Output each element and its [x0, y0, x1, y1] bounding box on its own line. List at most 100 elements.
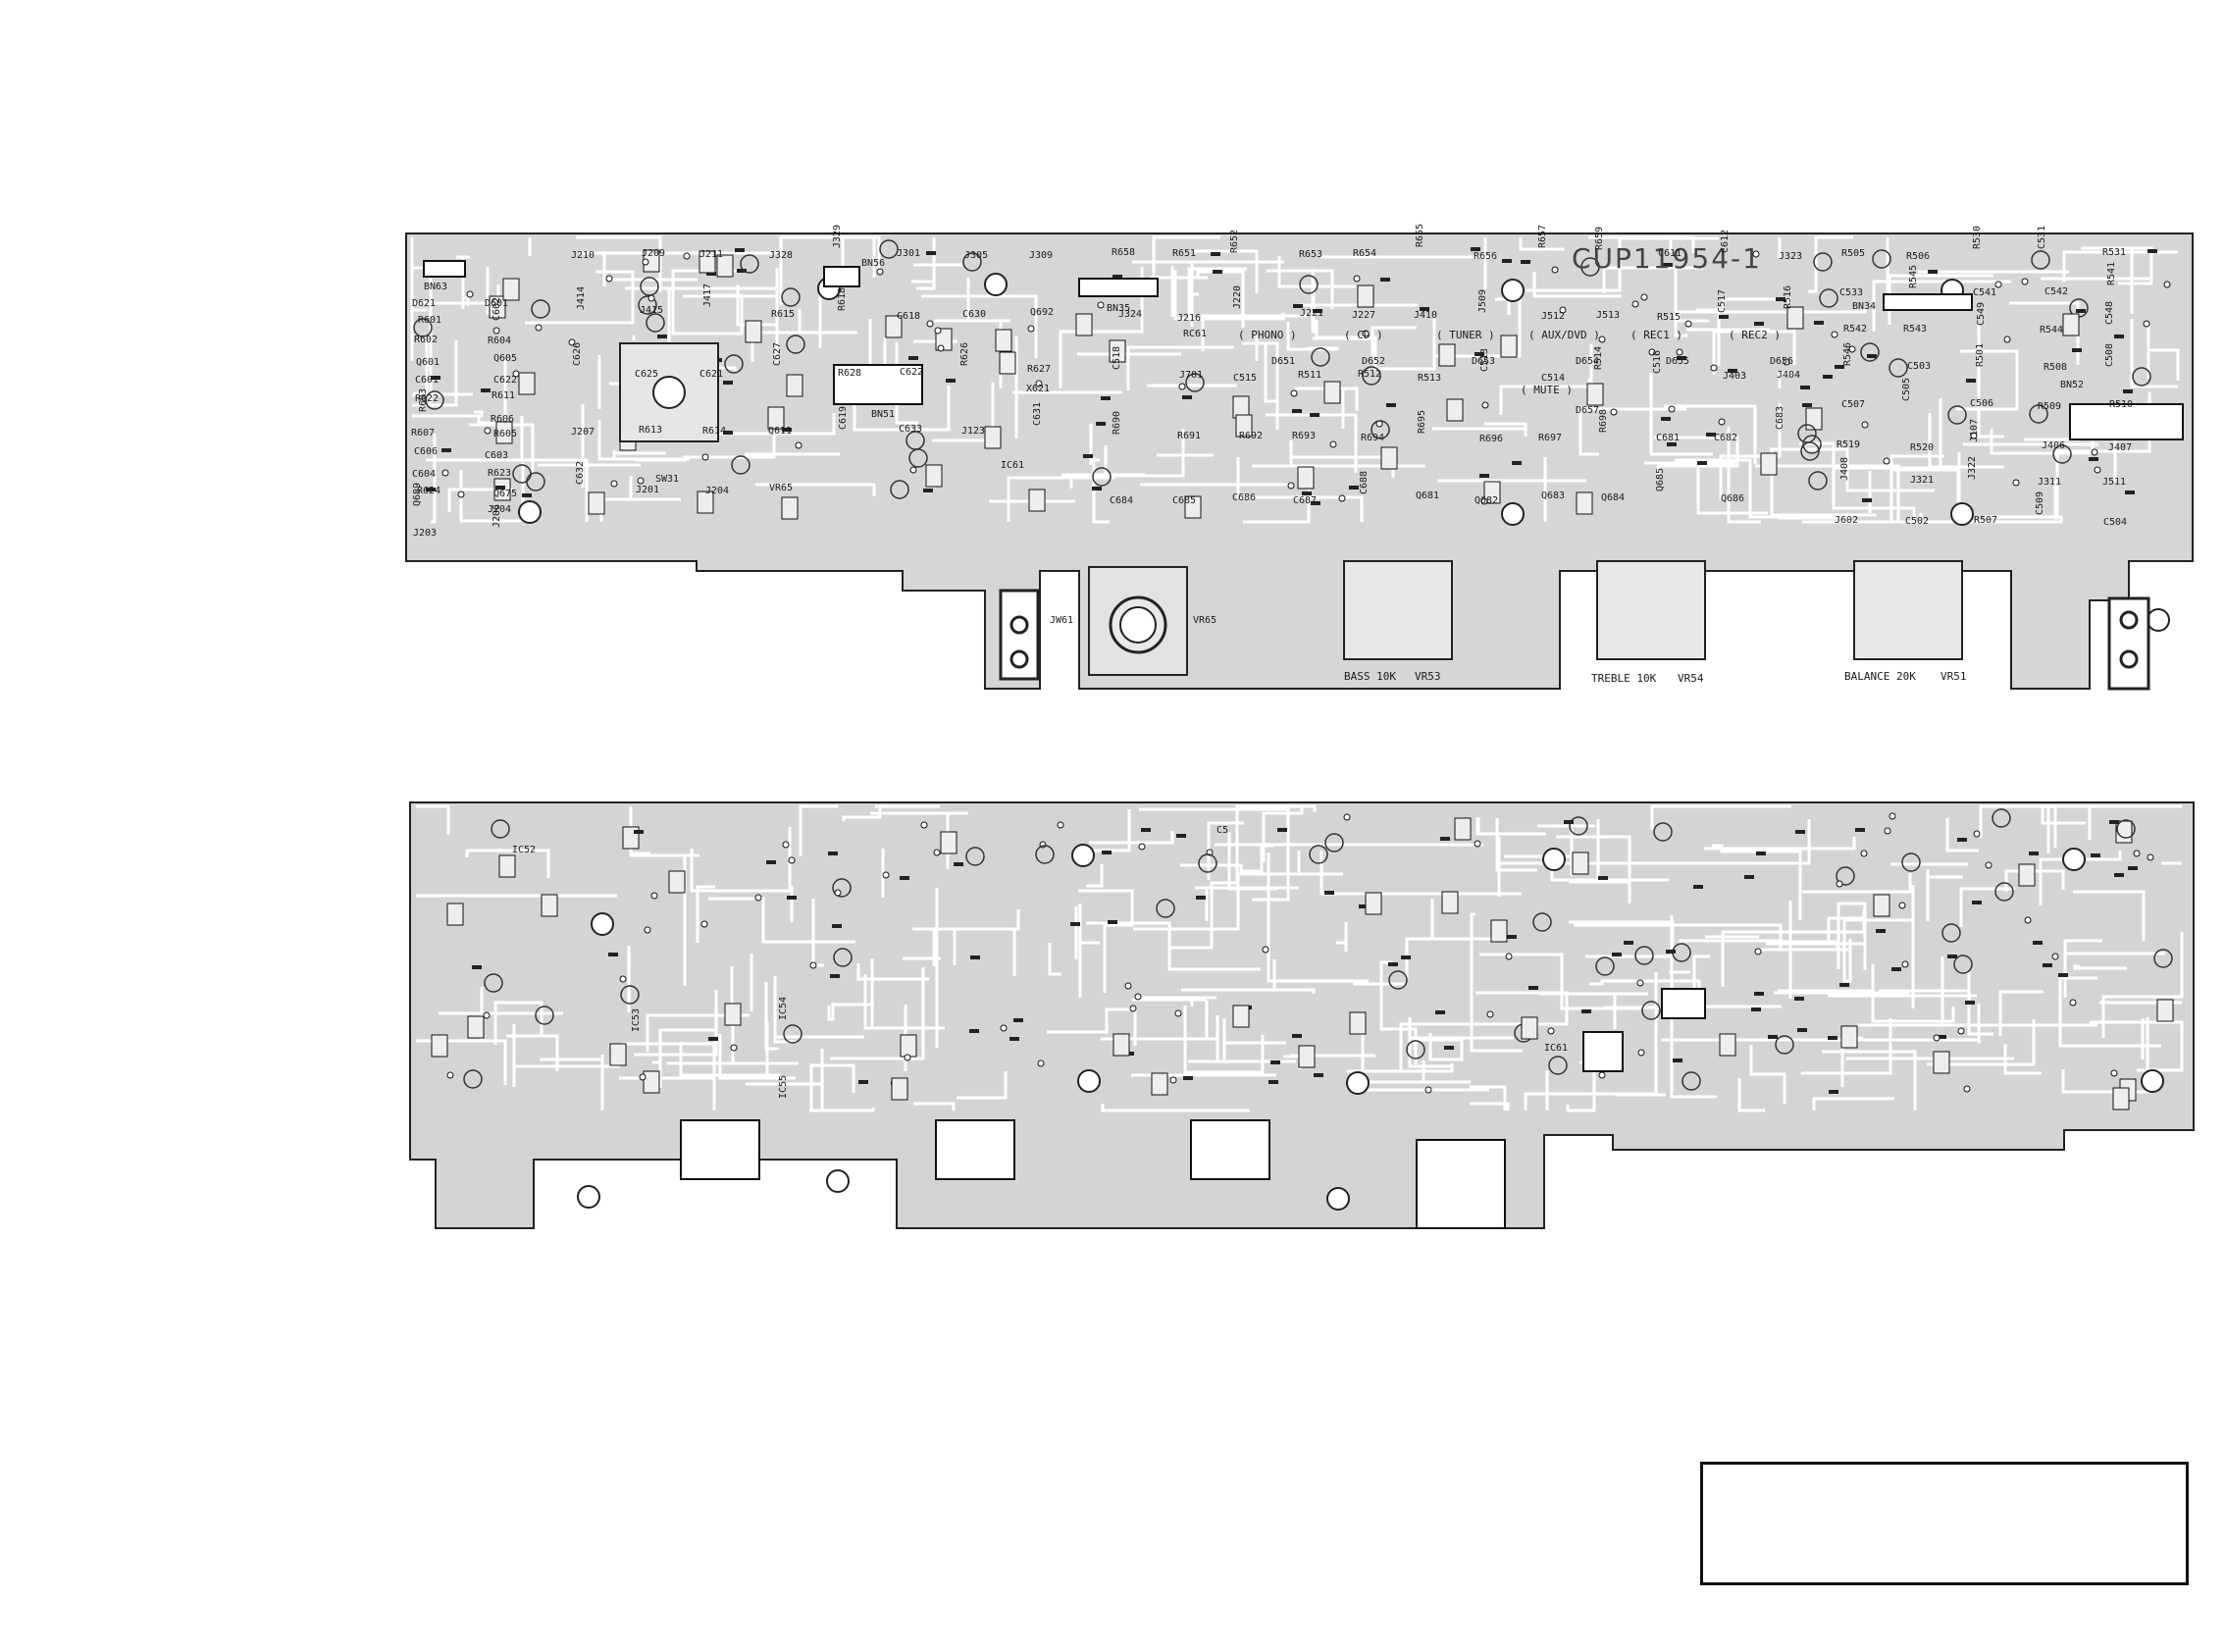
- resistor-part: [1937, 1035, 1946, 1039]
- via-pad: [492, 327, 500, 335]
- via-pad: [1901, 960, 1909, 968]
- transistor-part: [984, 426, 1002, 449]
- transistor-part: [724, 1003, 742, 1026]
- capacitor-part: [2132, 367, 2151, 387]
- ref-designator: R512: [1358, 369, 1382, 380]
- ref-designator: R519: [1837, 439, 1861, 450]
- transistor-part: [643, 1070, 660, 1094]
- balance-label: BALANCE 20K: [1844, 670, 1916, 683]
- ref-designator: R655: [1415, 223, 1425, 247]
- resistor-part: [1862, 498, 1872, 502]
- ref-designator: R542: [1843, 324, 1868, 335]
- via-pad: [683, 252, 691, 260]
- ref-designator: J406: [2042, 440, 2066, 451]
- ref-designator: R501: [1975, 342, 1986, 367]
- trace: [1927, 1019, 2036, 1066]
- capacitor-part: [1682, 1071, 1701, 1091]
- ref-designator: R513: [1418, 373, 1442, 384]
- ref-designator: C502: [1905, 516, 1930, 527]
- ref-designator: R541: [2106, 261, 2117, 285]
- capacitor-part: [1941, 923, 1961, 943]
- capacitor-part: [1362, 366, 1381, 386]
- trace: [1602, 266, 1703, 293]
- via-pad: [446, 1071, 454, 1079]
- trace: [2053, 392, 2151, 520]
- trace: [1078, 889, 1134, 993]
- resistor-part: [1719, 315, 1729, 319]
- ref-designator: Q682: [1475, 495, 1499, 506]
- balance-ref: VR51: [1940, 670, 1967, 683]
- ic55-label: IC55: [778, 1074, 789, 1099]
- via-pad: [2051, 953, 2059, 960]
- resistor-part: [923, 489, 933, 492]
- via-pad: [1169, 1076, 1177, 1084]
- capacitor-part: [1653, 822, 1673, 842]
- btn-phono-label: ( PHONO ): [1238, 329, 1297, 341]
- trace: [1977, 325, 2004, 439]
- trace: [1778, 964, 1955, 1023]
- via-pad: [788, 856, 796, 864]
- resistor-part: [2109, 820, 2119, 824]
- resistor-part: [1693, 885, 1703, 889]
- trace: [1650, 804, 1791, 830]
- ref-designator: R654: [1353, 248, 1377, 259]
- trace: [1315, 319, 1436, 371]
- trace: [1644, 461, 1768, 515]
- ref-designator: J322: [1967, 455, 1978, 480]
- capacitor-part: [491, 819, 510, 839]
- ref-designator: J305: [964, 250, 989, 261]
- via-pad: [1134, 993, 1142, 1001]
- ref-designator: J311: [2038, 477, 2062, 488]
- trace: [412, 336, 429, 397]
- ref-designator: C611: [1658, 248, 1682, 259]
- trace: [796, 235, 881, 270]
- trace: [410, 237, 433, 406]
- resistor-part: [2128, 866, 2138, 870]
- connector-bn63: BN63: [424, 282, 448, 292]
- via-pad: [1883, 457, 1890, 465]
- trace: [1273, 851, 1301, 876]
- transistor-part: [781, 496, 799, 520]
- trace: [856, 963, 929, 981]
- via-pad: [1174, 1009, 1182, 1017]
- trace: [619, 1042, 716, 1110]
- ref-designator: C603: [485, 450, 509, 461]
- ref-designator: Q605: [493, 353, 518, 364]
- trace: [1267, 269, 1334, 309]
- treble-label: TREBLE 10K: [1591, 672, 1657, 685]
- trace: [2009, 301, 2080, 365]
- resistor-part: [1624, 941, 1633, 945]
- trace: [1712, 330, 1793, 375]
- ref-designator: Q675: [493, 489, 518, 499]
- capacitor-part: [781, 287, 801, 307]
- trace: [538, 404, 641, 488]
- resistor-part: [2114, 335, 2124, 338]
- trace: [1061, 473, 1146, 489]
- trace: [1977, 1004, 1981, 1044]
- resistor-part: [970, 955, 980, 959]
- capacitor-part: [1309, 845, 1328, 864]
- ref-designator: D601: [485, 298, 509, 309]
- capacitor-part: [1860, 342, 1880, 362]
- capacitor-part: [2031, 250, 2050, 270]
- resistor-part: [1141, 828, 1151, 832]
- ref-designator: J203: [413, 528, 438, 539]
- capacitor-part: [1836, 866, 1855, 886]
- ref-designator: R651: [1172, 248, 1197, 259]
- resistor-part: [706, 272, 716, 276]
- resistor-part: [2123, 389, 2133, 393]
- trace: [1264, 343, 1278, 403]
- trace: [426, 458, 589, 522]
- capacitor-part: [962, 252, 982, 272]
- transistor-part: [1840, 1025, 1858, 1049]
- trace: [1556, 835, 1631, 903]
- resistor-part: [441, 448, 451, 452]
- trace: [1470, 912, 1523, 1053]
- trace: [1089, 831, 1174, 845]
- capacitor-part: [832, 878, 852, 898]
- ref-designator: R657: [1537, 224, 1548, 248]
- trace: [1092, 457, 1110, 524]
- trace: [1808, 235, 1853, 293]
- transistor-part: [1586, 383, 1604, 406]
- via-pad: [1343, 813, 1351, 821]
